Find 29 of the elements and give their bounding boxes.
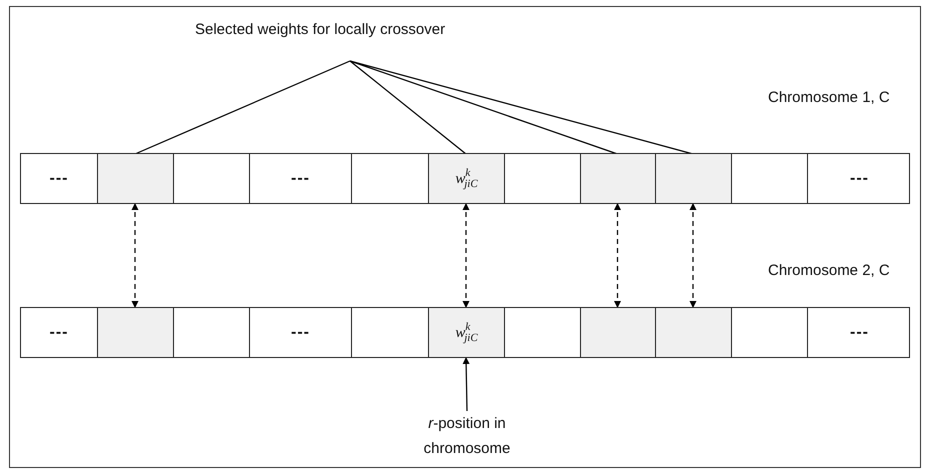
chromosome-bar <box>20 153 910 204</box>
leader-line <box>350 60 618 155</box>
double-arrow <box>132 203 138 308</box>
selected-gene-cell <box>97 308 173 357</box>
double-arrow <box>462 203 470 308</box>
leader-line <box>350 60 466 154</box>
selected-gene-cell <box>580 308 655 357</box>
selected-gene-cell <box>655 154 731 203</box>
double-arrow <box>690 203 696 308</box>
chromosome-label: Chromosome 2, C <box>768 262 890 279</box>
ellipsis: --- <box>850 324 869 342</box>
ellipsis: --- <box>850 170 869 188</box>
ellipsis: --- <box>50 324 68 342</box>
ellipsis: --- <box>291 324 310 342</box>
ellipsis: --- <box>291 170 310 188</box>
chromosome-label: Chromosome 1, C <box>768 89 890 106</box>
leader-line <box>350 60 694 155</box>
chromosome-bar <box>20 307 910 358</box>
selected-gene-cell <box>428 154 504 203</box>
selected-gene-cell <box>655 308 731 357</box>
leader-line <box>134 60 350 155</box>
heading: Selected weights for locally crossover <box>195 21 446 38</box>
arrow <box>462 356 470 412</box>
selected-gene-cell <box>97 154 173 203</box>
double-arrow <box>614 203 621 308</box>
selected-gene-cell <box>428 308 504 357</box>
selected-gene-cell <box>580 154 655 203</box>
position-label: r-position in chromosome <box>397 411 537 461</box>
ellipsis: --- <box>50 170 68 188</box>
